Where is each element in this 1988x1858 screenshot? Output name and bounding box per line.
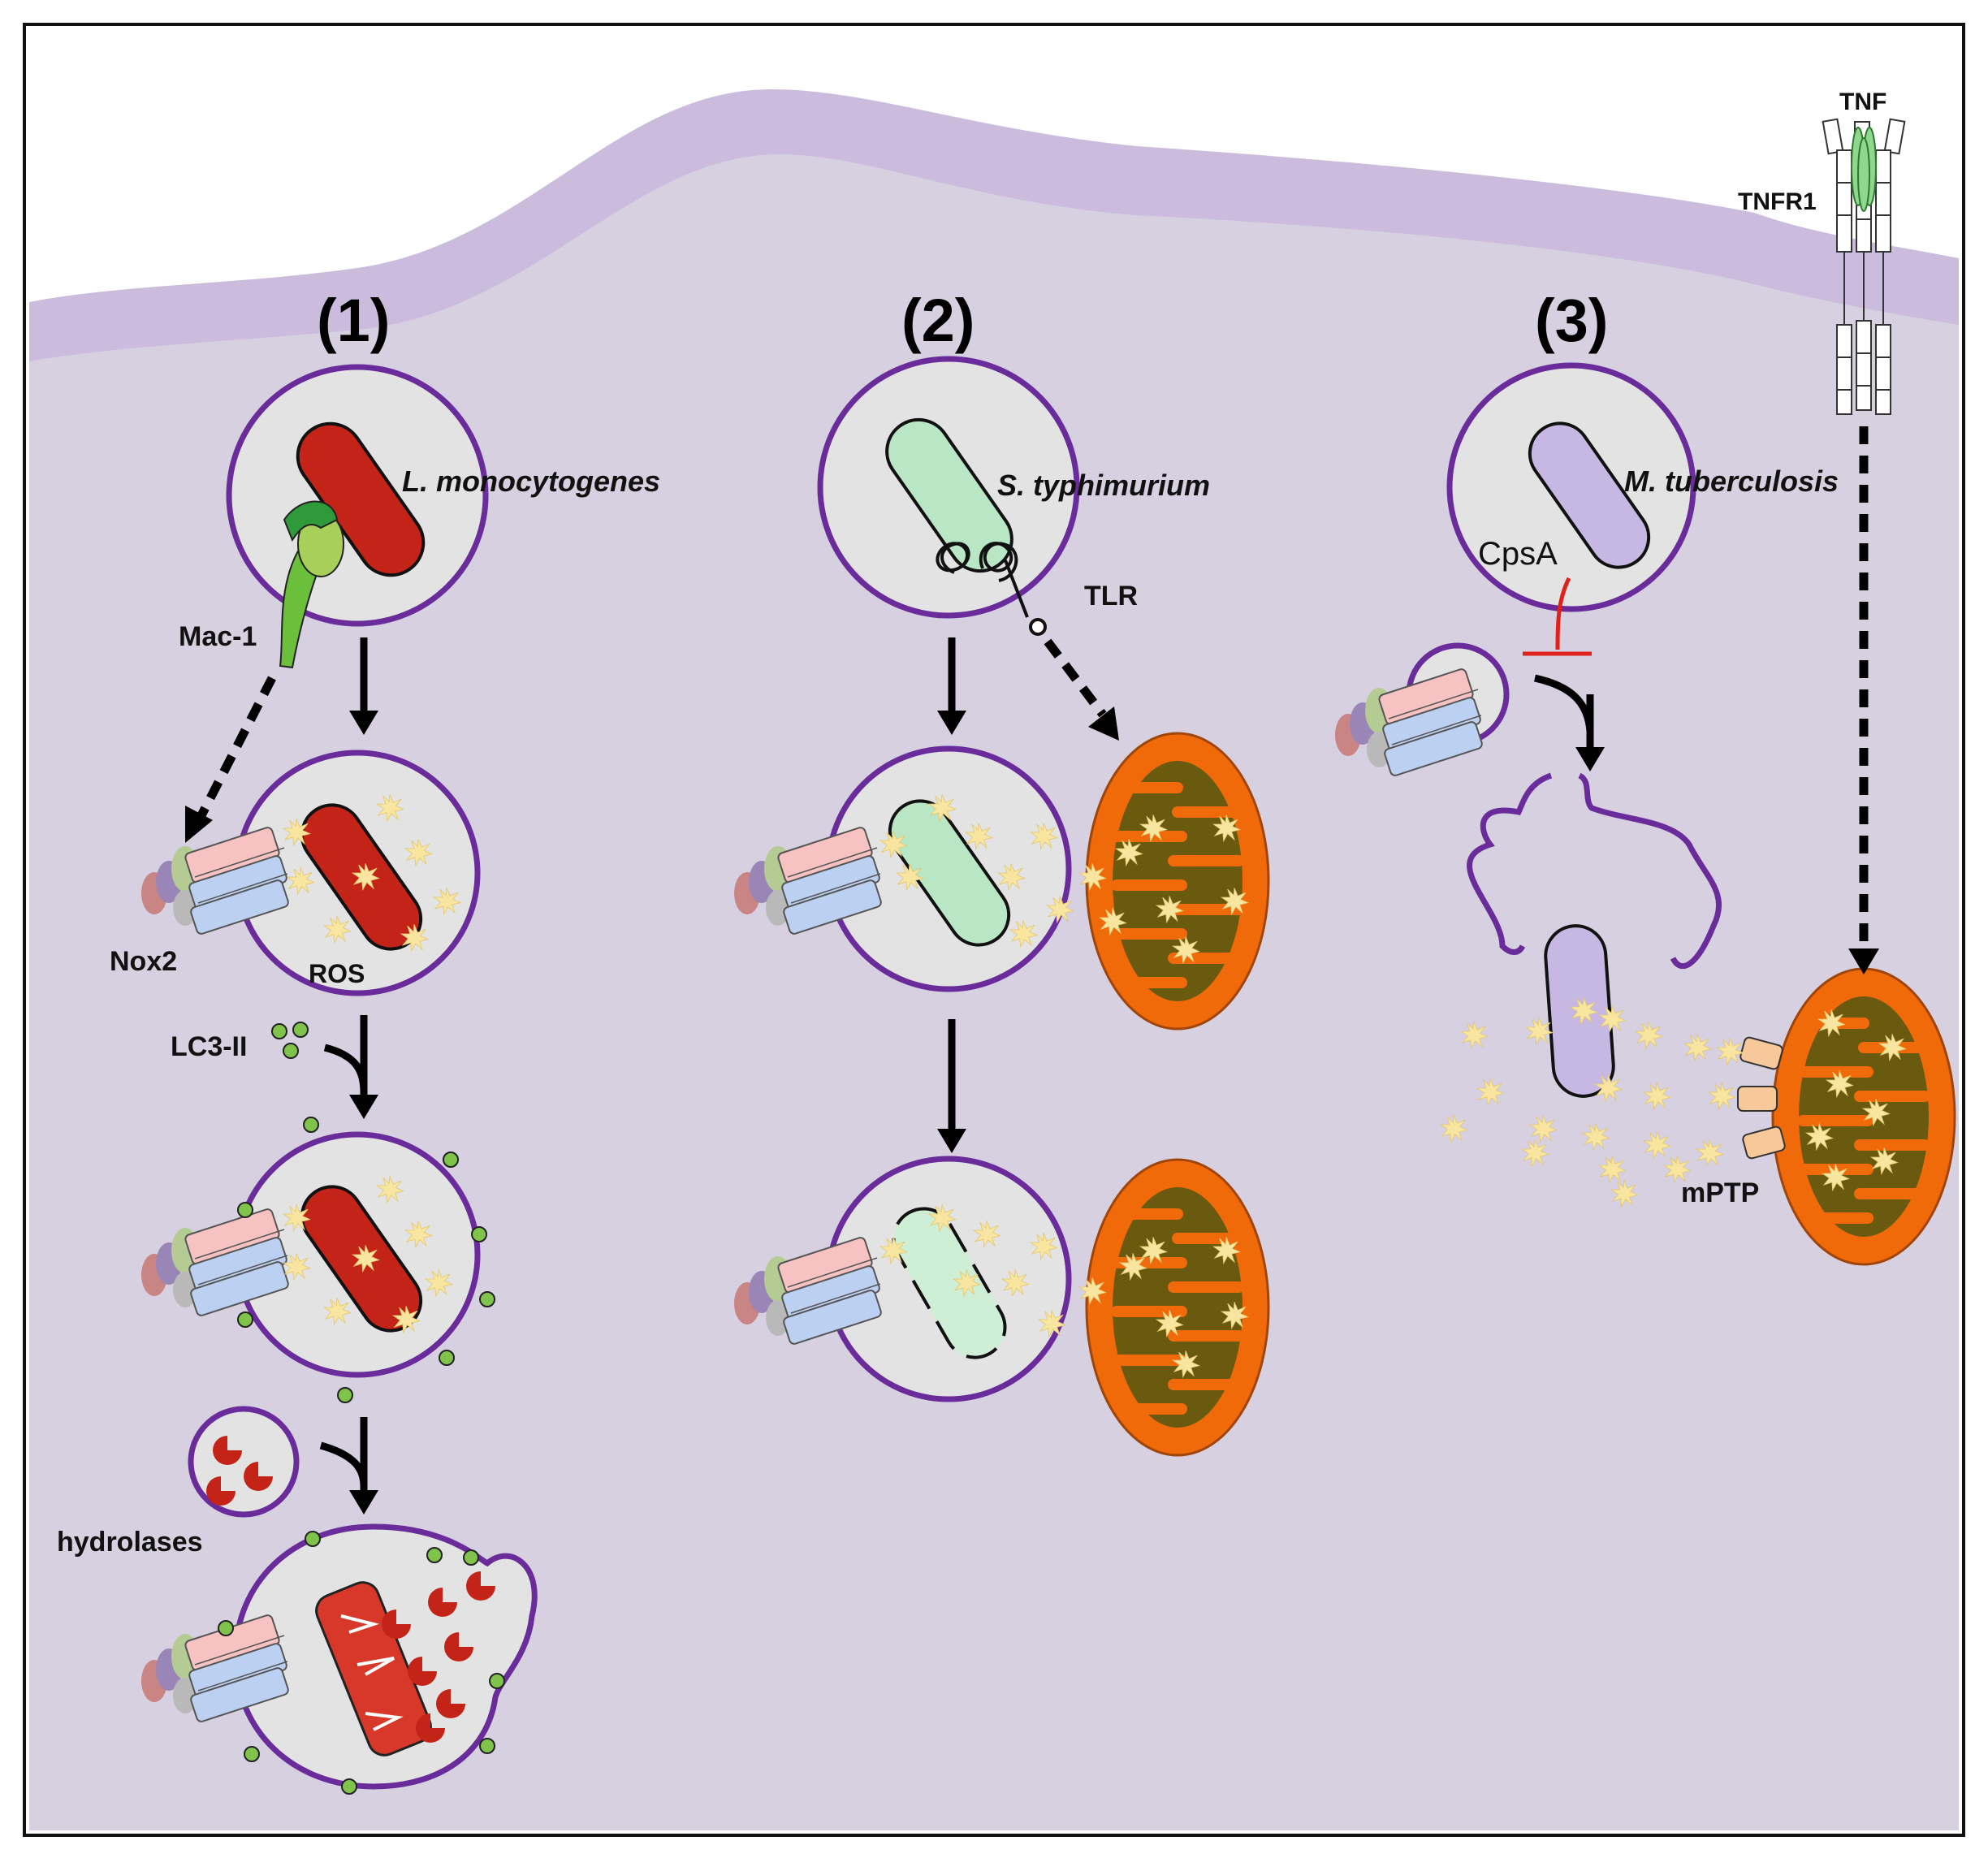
mitochondrion-2b: [1087, 1160, 1268, 1455]
lc3-label: LC3-II: [171, 1031, 247, 1062]
lc3-dots: [271, 1022, 309, 1059]
panel-1-label: (1): [317, 287, 390, 354]
panel-3-label: (3): [1535, 287, 1608, 354]
salmonella-bacterium: [885, 417, 1013, 573]
mac1-receptor: [279, 500, 344, 669]
mac1-label: Mac-1: [179, 621, 257, 652]
tnfr1-label: TNFR1: [1738, 188, 1817, 215]
tnf-ligand: [1851, 127, 1877, 212]
cytoplasm: [29, 154, 1959, 1830]
tlr-label: TLR: [1084, 581, 1138, 611]
hydrolases-label: hydrolases: [57, 1527, 203, 1558]
hydrolase-particles: [206, 1436, 273, 1506]
mtb-bacterium: [1528, 421, 1651, 569]
panel-2-label: (2): [901, 287, 975, 354]
ros-label: ROS: [309, 959, 365, 988]
listeria-label: L. monocytogenes: [402, 464, 660, 498]
salmonella-label: S. typhimurium: [997, 469, 1210, 502]
lc3-on-membrane: [237, 1117, 495, 1403]
mitochondrion-3: [1773, 969, 1955, 1264]
lysed-listeria: [315, 1581, 432, 1756]
mitochondrion-2a: [1087, 733, 1268, 1029]
lysosome: [188, 1406, 300, 1518]
mptp-label: mPTP: [1681, 1177, 1759, 1208]
tlr-receptor: [936, 542, 1047, 636]
damaged-salmonella: [892, 1207, 1007, 1359]
tnf-label: TNF: [1839, 89, 1886, 115]
nox2-label: Nox2: [110, 946, 177, 977]
mtb-label: M. tuberculosis: [1624, 464, 1839, 498]
cpsa-inhibition: [1555, 577, 1571, 650]
mptp-pores: [1737, 1036, 1786, 1160]
ruptured-phagosome: [1467, 772, 1553, 955]
cpsa-label: CpsA: [1478, 536, 1558, 572]
